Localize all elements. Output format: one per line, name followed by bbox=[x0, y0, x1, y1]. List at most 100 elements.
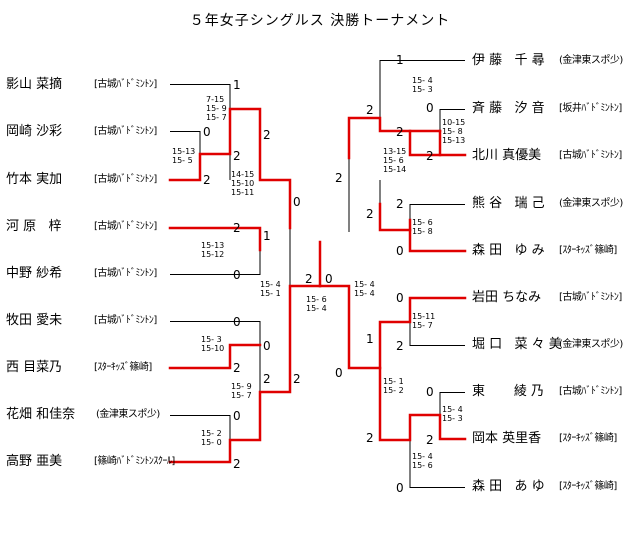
player-name: 影山 菜摘 bbox=[6, 77, 63, 92]
player-club: [篠崎ﾊﾞﾄﾞﾐﾝﾄﾝｽｸｰﾙ] bbox=[94, 456, 175, 467]
match-score: 0 bbox=[293, 195, 301, 209]
game-scores: 15-11 15- 7 bbox=[412, 312, 436, 330]
match-score: 0 bbox=[203, 125, 211, 139]
player-name: 北川 真優美 bbox=[472, 148, 542, 163]
player-name: 岡本 英里香 bbox=[472, 431, 542, 446]
match-score: 2 bbox=[233, 149, 241, 163]
player-club: [ｽﾀｰｷｯｽﾞ篠崎] bbox=[94, 362, 152, 373]
game-scores: 15- 6 15- 8 bbox=[412, 218, 433, 236]
match-score: 0 bbox=[233, 409, 241, 423]
winner-path bbox=[168, 284, 322, 464]
match-score: 2 bbox=[233, 361, 241, 375]
match-score: 0 bbox=[325, 272, 333, 286]
match-score: 0 bbox=[396, 244, 404, 258]
player-club: [坂井ﾊﾞﾄﾞﾐﾝﾄﾝ] bbox=[559, 103, 622, 114]
player-name: 熊 谷 瑞 己 bbox=[472, 196, 545, 211]
match-score: 2 bbox=[263, 372, 271, 386]
player-name: 斉 藤 汐 音 bbox=[472, 101, 545, 116]
bracket-line bbox=[439, 109, 465, 131]
bracket-line bbox=[170, 415, 231, 440]
winner-path bbox=[378, 202, 412, 232]
game-scores: 15- 6 15- 4 bbox=[306, 295, 327, 313]
match-score: 2 bbox=[293, 372, 301, 386]
match-score: 0 bbox=[335, 366, 343, 380]
player-name: 牧田 愛未 bbox=[6, 313, 63, 328]
match-score: 2 bbox=[335, 171, 343, 185]
player-name: 西 目菜乃 bbox=[6, 360, 63, 375]
player-club: [古城ﾊﾞﾄﾞﾐﾝﾄﾝ] bbox=[94, 79, 157, 90]
game-scores: 14-15 15-10 15-11 bbox=[231, 170, 255, 197]
match-score: 2 bbox=[396, 339, 404, 353]
winner-path bbox=[378, 366, 467, 442]
player-club: (金津東スポ少) bbox=[96, 409, 160, 420]
bracket-lines-black bbox=[170, 60, 465, 488]
bracket-line bbox=[379, 60, 465, 118]
player-club: [ｽﾀｰｷｯｽﾞ篠崎] bbox=[559, 433, 617, 444]
player-club: [古城ﾊﾞﾄﾞﾐﾝﾄﾝ] bbox=[94, 174, 157, 185]
player-name: 東 綾 乃 bbox=[472, 384, 545, 399]
player-name: 河 原 梓 bbox=[6, 219, 62, 234]
match-score: 2 bbox=[366, 431, 374, 445]
game-scores: 15- 9 15- 7 bbox=[231, 382, 252, 400]
game-scores: 13-15 15- 6 15-14 bbox=[383, 147, 407, 174]
match-score: 1 bbox=[396, 53, 404, 67]
bracket-line bbox=[409, 440, 465, 488]
game-scores: 15- 2 15- 0 bbox=[201, 429, 222, 447]
match-score: 2 bbox=[426, 149, 434, 163]
player-name: 伊 藤 千 尋 bbox=[472, 53, 545, 68]
match-score: 2 bbox=[203, 173, 211, 187]
bracket-line bbox=[170, 131, 201, 154]
game-scores: 15-13 15-12 bbox=[201, 241, 225, 259]
player-name: 中野 紗希 bbox=[6, 266, 63, 281]
game-scores: 15-13 15- 5 bbox=[172, 147, 196, 165]
player-club: (金津東スポ少) bbox=[559, 339, 623, 350]
player-name: 竹本 実加 bbox=[6, 172, 63, 187]
bracket-line bbox=[439, 392, 465, 415]
match-score: 2 bbox=[263, 128, 271, 142]
bracket-line bbox=[409, 322, 465, 346]
player-name: 森 田 あ ゆ bbox=[472, 479, 545, 494]
bracket-line bbox=[170, 321, 261, 345]
player-name: 堀 口 菜 々 美 bbox=[472, 337, 562, 352]
game-scores: 15- 4 15- 3 bbox=[442, 405, 463, 423]
winner-path bbox=[168, 226, 262, 252]
player-name: 森 田 ゆ み bbox=[472, 243, 545, 258]
match-score: 0 bbox=[233, 315, 241, 329]
player-club: [古城ﾊﾞﾄﾞﾐﾝﾄﾝ] bbox=[559, 386, 622, 397]
match-score: 2 bbox=[396, 197, 404, 211]
player-club: (金津東スポ少) bbox=[559, 198, 623, 209]
game-scores: 15- 4 15- 6 bbox=[412, 452, 433, 470]
page-title: ５年女子シングルス 決勝トーナメント bbox=[189, 13, 451, 29]
player-name: 岩田 ちなみ bbox=[472, 290, 542, 305]
bracket-line bbox=[170, 250, 261, 275]
player-club: [古城ﾊﾞﾄﾞﾐﾝﾄﾝ] bbox=[94, 221, 157, 232]
winner-path bbox=[168, 343, 262, 370]
bracket-lines-red bbox=[168, 107, 467, 464]
game-scores: 15- 4 15- 3 bbox=[412, 76, 433, 94]
game-scores: 15- 4 15- 1 bbox=[260, 280, 281, 298]
match-score: 2 bbox=[233, 457, 241, 471]
match-score: 0 bbox=[426, 385, 434, 399]
game-scores: 15- 4 15- 4 bbox=[354, 280, 375, 298]
match-score: 2 bbox=[366, 207, 374, 221]
winner-path bbox=[168, 107, 292, 230]
player-name: 岡崎 沙彩 bbox=[6, 124, 63, 139]
game-scores: 15- 3 15-10 bbox=[201, 335, 225, 353]
match-score: 1 bbox=[366, 332, 374, 346]
bracket-line bbox=[409, 204, 465, 220]
match-score: 2 bbox=[366, 103, 374, 117]
match-score: 1 bbox=[233, 78, 241, 92]
match-score: 2 bbox=[233, 221, 241, 235]
bracket-line bbox=[170, 84, 231, 109]
match-score: 2 bbox=[305, 272, 313, 286]
game-scores: 7-15 15- 9 15- 7 bbox=[206, 95, 227, 122]
match-score: 0 bbox=[396, 291, 404, 305]
match-score: 0 bbox=[233, 268, 241, 282]
winner-path bbox=[318, 284, 467, 370]
match-score: 0 bbox=[426, 101, 434, 115]
player-club: [古城ﾊﾞﾄﾞﾐﾝﾄﾝ] bbox=[94, 268, 157, 279]
match-score: 2 bbox=[396, 125, 404, 139]
player-club: [古城ﾊﾞﾄﾞﾐﾝﾄﾝ] bbox=[559, 150, 622, 161]
